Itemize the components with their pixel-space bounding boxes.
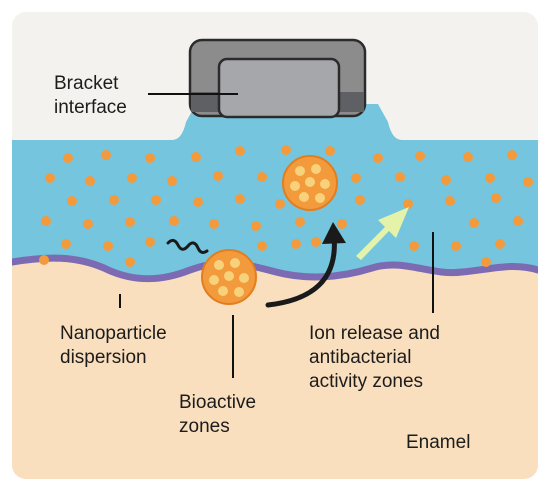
nanoparticle-dot <box>351 173 361 183</box>
nanoparticle-dot <box>485 173 495 183</box>
nanoparticle-dot <box>67 196 77 206</box>
nanoparticle-dot <box>495 239 505 249</box>
label-nanoparticle-dispersion: Nanoparticle dispersion <box>60 323 167 368</box>
nanoparticle-dot <box>127 173 137 183</box>
nanoparticle-dot <box>151 195 161 205</box>
nanoparticle-dot <box>441 175 451 185</box>
nanoparticle-dot <box>445 196 455 206</box>
nanoparticle-dot <box>291 239 301 249</box>
nanoparticle-dot <box>101 150 111 160</box>
curved-arrow-head <box>322 222 346 244</box>
nanoparticle-dot <box>409 241 419 251</box>
nanoparticle-dot <box>191 152 201 162</box>
nanoparticle-dot <box>507 150 517 160</box>
nanoparticle-dot <box>395 172 405 182</box>
nanoparticle-dot <box>325 146 335 156</box>
label-ion-release: Ion release and antibacterial activity z… <box>309 323 440 392</box>
nanoparticle-dot <box>209 219 219 229</box>
enamel-region <box>12 258 538 479</box>
nanoparticle-dot <box>451 241 461 251</box>
nanoparticle-cluster-lower <box>201 249 257 305</box>
nanoparticle-dot <box>491 193 501 203</box>
nanoparticle-dot <box>83 219 93 229</box>
bracket <box>188 38 367 119</box>
nanoparticle-dot <box>85 176 95 186</box>
nanoparticle-dot <box>235 146 245 156</box>
nanoparticle-dot <box>39 255 49 265</box>
label-enamel: Enamel <box>406 432 471 453</box>
nanoparticle-dot <box>169 216 179 226</box>
nanoparticle-dot <box>235 194 245 204</box>
nanoparticle-dot <box>61 239 71 249</box>
nanoparticle-dot <box>275 199 285 209</box>
bracket-window <box>217 57 341 119</box>
nanoparticle-dot <box>481 257 491 267</box>
nanoparticle-dot <box>63 153 73 163</box>
nanoparticle-dot <box>213 171 223 181</box>
nanoparticle-dot <box>281 145 291 155</box>
nanoparticle-dot <box>145 237 155 247</box>
nanoparticle-dot <box>469 218 479 228</box>
nanoparticle-cluster-upper <box>282 155 338 211</box>
label-bracket-interface: Bracket interface <box>54 73 127 118</box>
nanoparticle-dot <box>103 241 113 251</box>
nanoparticle-dot <box>355 195 365 205</box>
nanoparticle-dot <box>311 237 321 247</box>
nanoparticle-dot <box>45 173 55 183</box>
release-arrow-icon <box>356 207 409 260</box>
nanoparticle-dot <box>109 195 119 205</box>
interface-line <box>12 254 538 283</box>
curved-arrow-icon <box>265 233 337 308</box>
nanoparticle-dot <box>167 176 177 186</box>
nanoparticle-dot <box>251 221 261 231</box>
nanoparticle-dot <box>295 217 305 227</box>
nanoparticle-dot <box>145 153 155 163</box>
nanoparticle-dot <box>125 257 135 267</box>
squiggle-bacteria-icon <box>166 238 209 254</box>
nanoparticle-dot <box>523 177 533 187</box>
nanoparticle-dot <box>403 199 413 209</box>
nanoparticle-dot <box>463 152 473 162</box>
nanoparticle-dot <box>257 241 267 251</box>
nanoparticle-dot <box>513 216 523 226</box>
nanoparticle-dot <box>257 172 267 182</box>
adhesive-layer <box>12 104 538 279</box>
nanoparticle-dot <box>41 216 51 226</box>
nanoparticle-dot <box>373 153 383 163</box>
nanoparticle-dot <box>125 217 135 227</box>
nanoparticle-dot <box>193 197 203 207</box>
nanoparticle-dot <box>337 219 347 229</box>
label-bioactive-zones: Bioactive zones <box>179 392 257 437</box>
nanoparticle-dot <box>415 151 425 161</box>
